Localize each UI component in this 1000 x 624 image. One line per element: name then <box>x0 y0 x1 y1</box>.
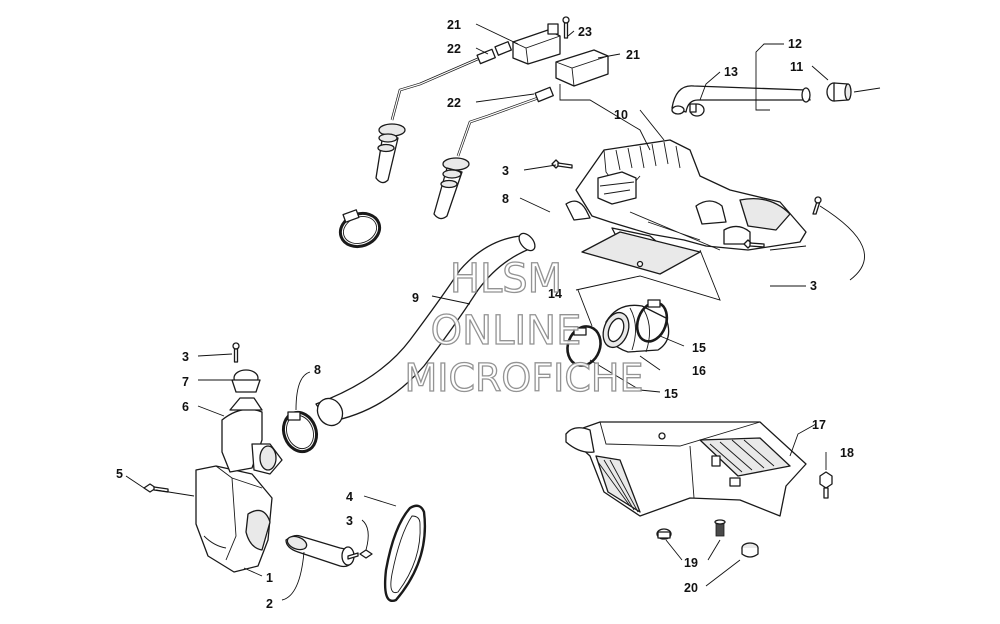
cap-20 <box>741 542 759 558</box>
air-box-cover <box>565 139 807 253</box>
hose-clamp-15-lower <box>566 325 602 367</box>
grommet-11 <box>826 82 852 102</box>
screw-3-cover-right <box>743 239 765 249</box>
callout-5: 5 <box>116 467 123 481</box>
callout-19: 19 <box>684 556 698 570</box>
bolt-23 <box>562 16 570 39</box>
callout-1: 1 <box>266 571 273 585</box>
watermark-line-2: ONLINE <box>431 308 582 354</box>
screw-3-cover-top <box>812 196 822 215</box>
callout-15-lower: 15 <box>664 387 678 401</box>
callout-3-cover-right: 3 <box>810 279 817 293</box>
vent-hose <box>671 85 811 115</box>
callout-4: 4 <box>346 490 353 504</box>
callout-18: 18 <box>840 446 854 460</box>
callout-17: 17 <box>812 418 826 432</box>
callout-9: 9 <box>412 291 419 305</box>
intake-boot-16 <box>602 304 670 353</box>
callout-8-lower: 8 <box>314 363 321 377</box>
hose-clamp-8-upper <box>338 209 382 249</box>
callout-22-lower: 22 <box>447 96 461 110</box>
screw-3-cover-left <box>551 159 573 169</box>
callout-14: 14 <box>548 287 562 301</box>
callout-3-cover-left: 3 <box>502 164 509 178</box>
callout-13: 13 <box>724 65 738 79</box>
callout-16: 16 <box>692 364 706 378</box>
spark-plug-boot-upper <box>375 123 406 184</box>
watermark: HLSM ONLINE MICROFICHE <box>404 255 644 400</box>
callout-3-top-left: 3 <box>182 350 189 364</box>
callout-23: 23 <box>578 25 592 39</box>
watermark-line-3: MICROFICHE <box>404 356 643 400</box>
callout-10: 10 <box>614 108 628 122</box>
callout-21-lower: 21 <box>626 48 640 62</box>
callout-22-upper: 22 <box>447 42 461 56</box>
elbow-6 <box>221 408 283 475</box>
callout-12: 12 <box>788 37 802 51</box>
air-silencer-1 <box>195 465 273 573</box>
hose-clamp-8-lower <box>281 410 319 454</box>
callout-11: 11 <box>790 60 803 74</box>
callout-2: 2 <box>266 597 273 611</box>
callout-6: 6 <box>182 400 189 414</box>
screw-3-top-left <box>232 342 240 363</box>
callout-15-upper: 15 <box>692 341 706 355</box>
screw-3-lower <box>347 549 373 560</box>
air-box-base <box>565 421 807 517</box>
spark-plug-boot-lower <box>433 157 470 220</box>
hose-clamp-13 <box>689 103 705 117</box>
callout-20: 20 <box>684 581 698 595</box>
leader-lines <box>125 23 881 601</box>
intake-duct <box>315 232 536 427</box>
plug-19-left <box>656 528 672 540</box>
hose-clamp-15-upper <box>635 299 669 343</box>
watermark-line-1: HLSM <box>450 256 562 302</box>
bolt-18 <box>819 471 833 499</box>
plug-19-center <box>714 519 726 537</box>
spark-plug-wire-lower <box>456 86 554 157</box>
callout-7: 7 <box>182 375 189 389</box>
intake-tube-2 <box>285 534 355 568</box>
ignition-coil-lower <box>555 49 609 87</box>
screw-5 <box>143 483 169 493</box>
callout-8-upper: 8 <box>502 192 509 206</box>
adapter-7 <box>229 369 263 411</box>
callout-labels: 21 22 23 21 22 12 13 11 10 3 8 3 9 14 15… <box>116 18 854 611</box>
cover-lower-panel <box>581 231 701 275</box>
ignition-coil-upper <box>512 23 561 65</box>
spark-plug-wire-upper <box>390 41 513 121</box>
callout-3-lower: 3 <box>346 514 353 528</box>
gasket-4 <box>383 504 427 603</box>
callout-21-upper: 21 <box>447 18 461 32</box>
